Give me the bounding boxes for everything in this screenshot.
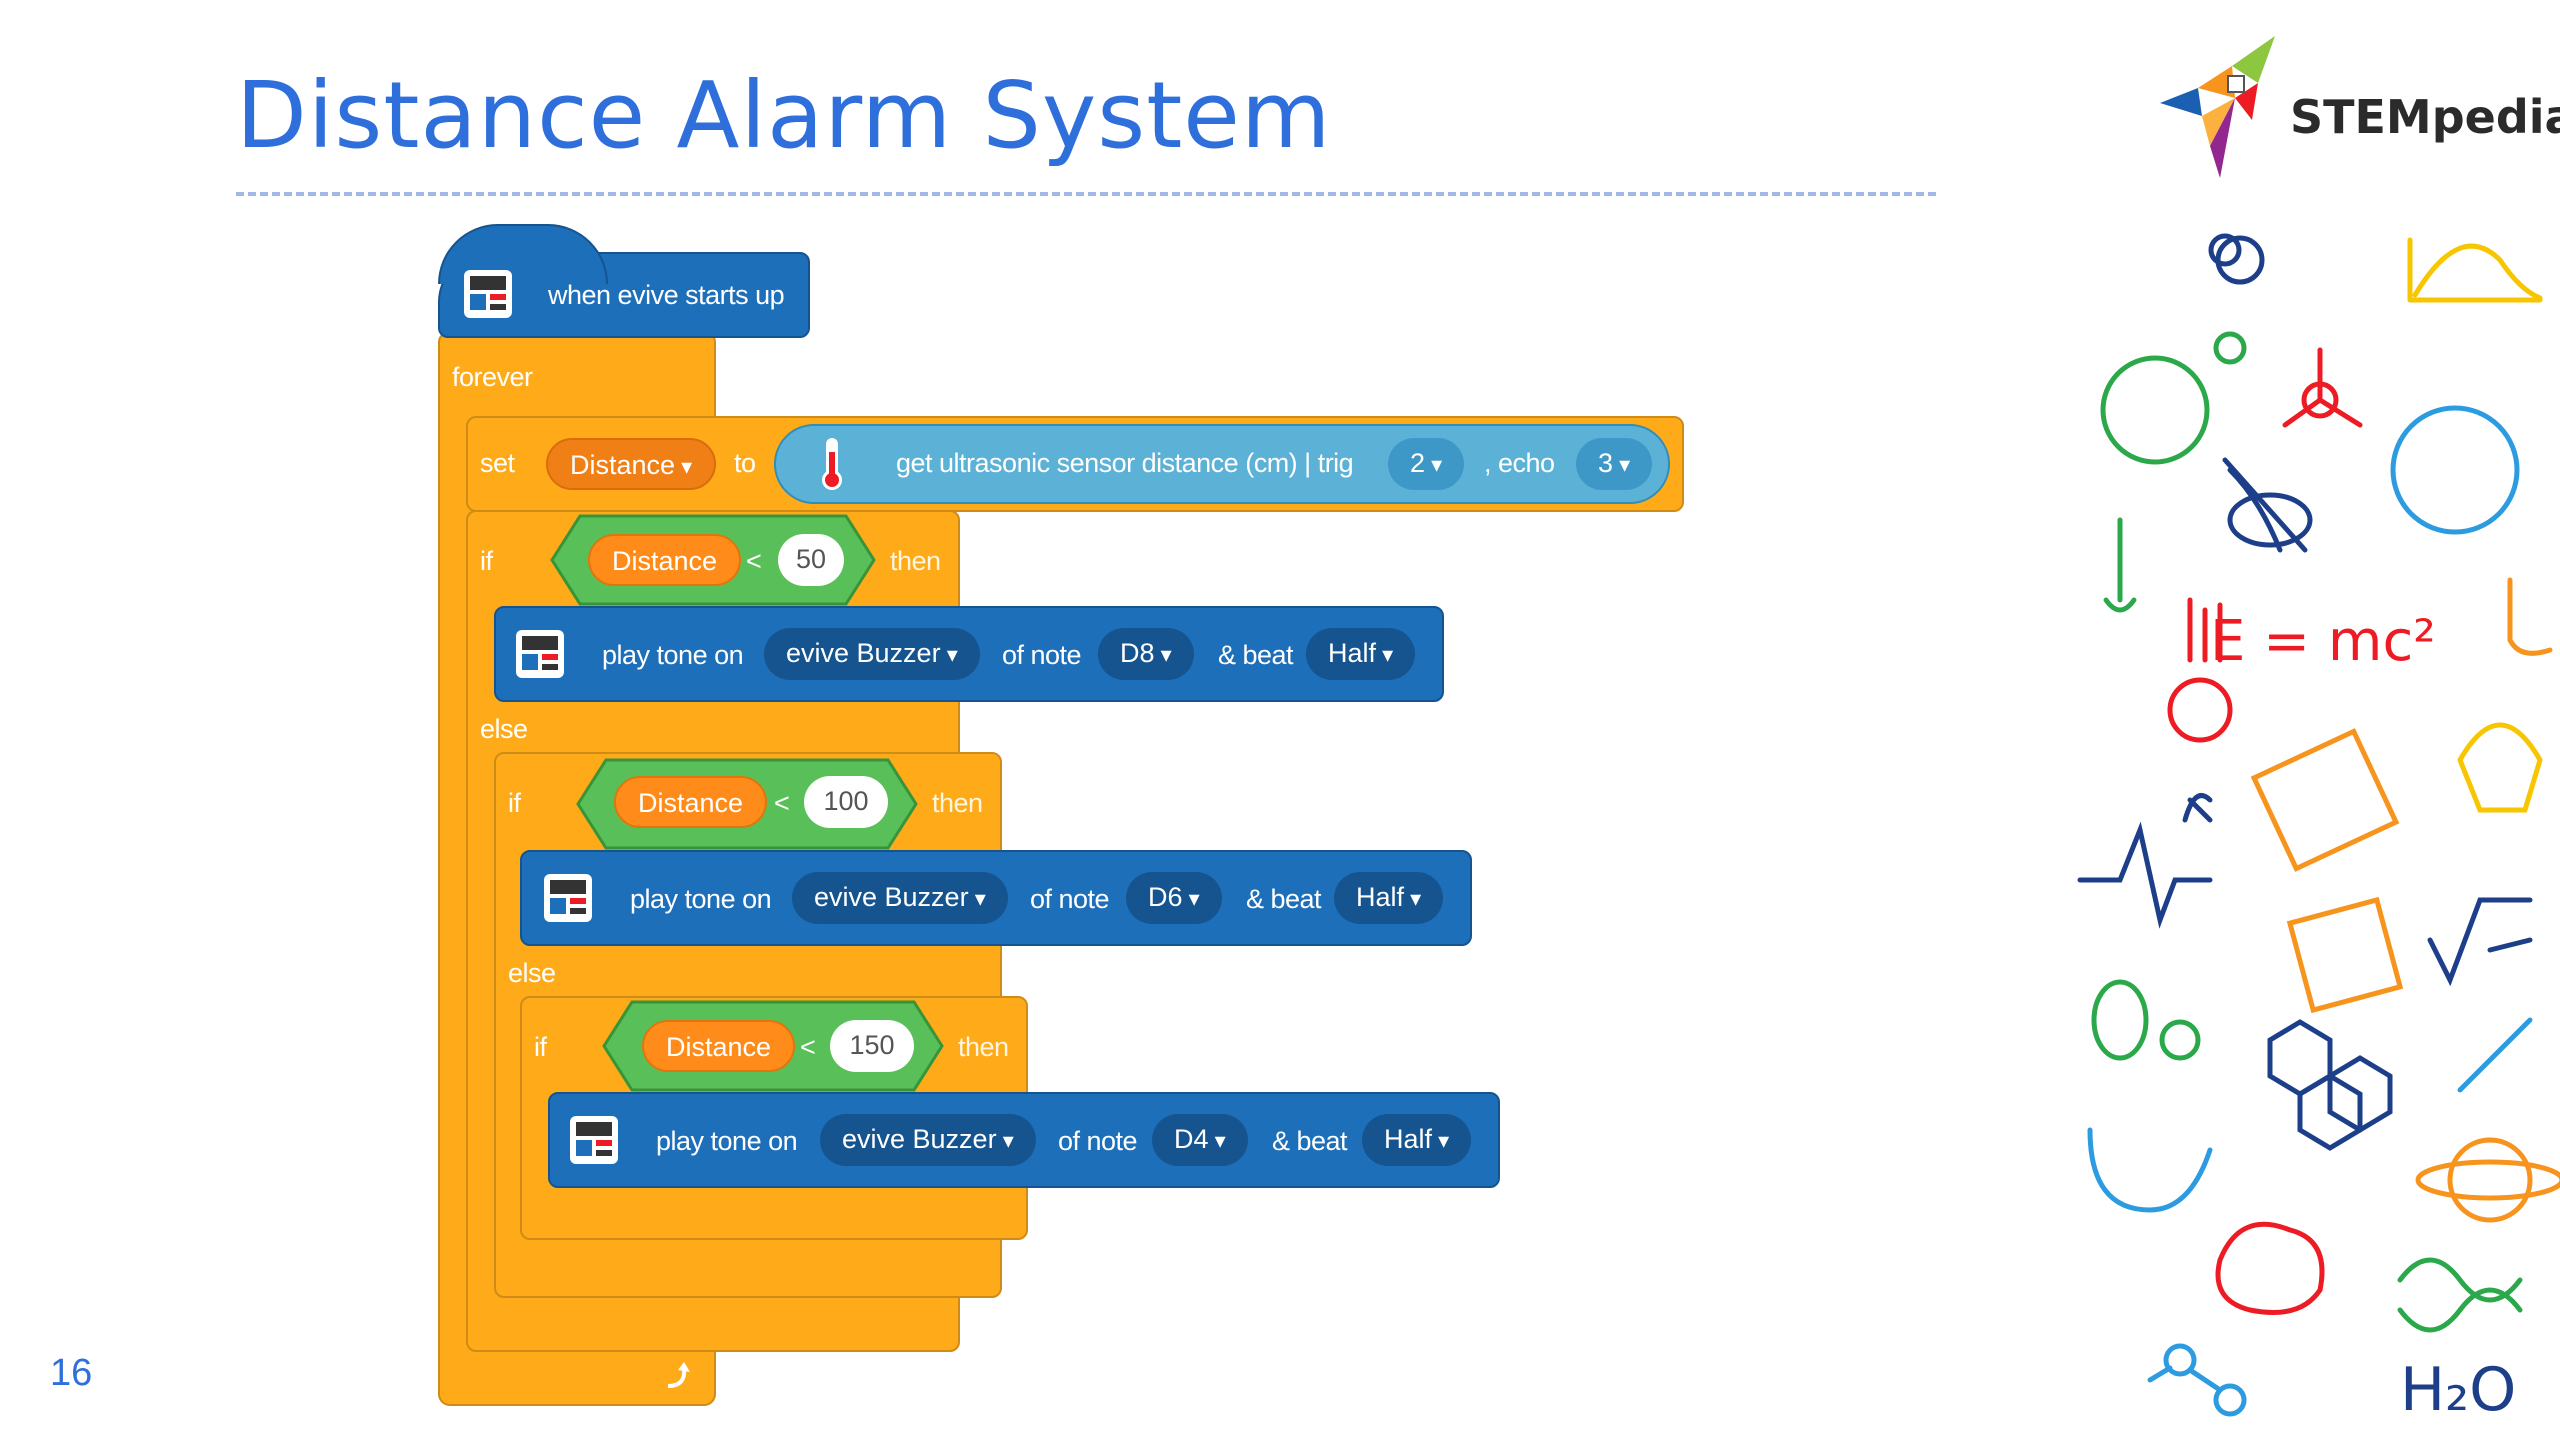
then-label-2: then <box>932 788 983 818</box>
reporter-label: get ultrasonic sensor distance (cm) | tr… <box>896 448 1354 478</box>
stempedia-logo: STEMpedia <box>2140 28 2560 188</box>
if-label-3: if <box>534 1032 547 1062</box>
buzzer-dropdown-3[interactable]: evive Buzzer <box>820 1114 1036 1166</box>
evive-device-icon <box>544 874 592 922</box>
buzzer-dropdown-1[interactable]: evive Buzzer <box>764 628 980 680</box>
value-input-3[interactable]: 150 <box>830 1020 914 1072</box>
set-label: set <box>480 448 515 478</box>
distance-reporter-3[interactable]: Distance <box>642 1020 796 1072</box>
play-tone-block-3[interactable] <box>548 1092 1500 1188</box>
title-divider <box>236 192 1936 196</box>
forever-label: forever <box>452 362 533 392</box>
thermometer-icon <box>822 438 842 490</box>
lt-label-2: < <box>774 788 790 818</box>
slide-title: Distance Alarm System <box>236 62 1332 169</box>
if-label-2: if <box>508 788 521 818</box>
else-label-1: else <box>480 714 528 744</box>
lt-label-3: < <box>800 1032 816 1062</box>
distance-reporter-2[interactable]: Distance <box>614 776 768 828</box>
echo-label: , echo <box>1484 448 1555 478</box>
distance-reporter-1[interactable]: Distance <box>588 534 742 586</box>
play-tone-label-2: play tone on <box>630 884 772 914</box>
play-tone-label-1: play tone on <box>602 640 744 670</box>
if-label-1: if <box>480 546 493 576</box>
note-dropdown-3[interactable]: D4 <box>1152 1114 1248 1166</box>
then-label-3: then <box>958 1032 1009 1062</box>
note-label-1: of note <box>1002 640 1082 670</box>
else-label-2: else <box>508 958 556 988</box>
beat-label-2: & beat <box>1246 884 1322 914</box>
trig-dropdown[interactable]: 2 <box>1388 438 1465 490</box>
play-tone-label-3: play tone on <box>656 1126 798 1156</box>
note-label-3: of note <box>1058 1126 1138 1156</box>
then-label-1: then <box>890 546 941 576</box>
evive-device-icon <box>516 630 564 678</box>
echo-dropdown[interactable]: 3 <box>1576 438 1653 490</box>
stempedia-logo-icon <box>2160 36 2275 178</box>
slide-number: 16 <box>50 1352 93 1394</box>
note-dropdown-2[interactable]: D6 <box>1126 872 1222 924</box>
buzzer-dropdown-2[interactable]: evive Buzzer <box>792 872 1008 924</box>
science-doodles: E = mc² H₂O <box>2077 233 2560 1425</box>
loop-arrow-icon <box>667 1362 690 1388</box>
note-label-2: of note <box>1030 884 1110 914</box>
evive-device-icon <box>570 1116 618 1164</box>
beat-dropdown-2[interactable]: Half <box>1334 872 1444 924</box>
value-input-1[interactable]: 50 <box>778 534 844 586</box>
beat-label-3: & beat <box>1272 1126 1348 1156</box>
value-input-2[interactable]: 100 <box>804 776 888 828</box>
beat-dropdown-3[interactable]: Half <box>1362 1114 1472 1166</box>
beat-label-1: & beat <box>1218 640 1294 670</box>
to-label: to <box>734 448 756 478</box>
evive-device-icon <box>464 270 512 318</box>
ultrasonic-reporter[interactable] <box>774 424 1670 504</box>
lt-label-1: < <box>746 546 762 576</box>
logo-text: STEMpedia <box>2290 90 2560 144</box>
variable-dropdown[interactable]: Distance <box>546 438 717 490</box>
svg-text:H₂O: H₂O <box>2400 1355 2516 1425</box>
note-dropdown-1[interactable]: D8 <box>1098 628 1194 680</box>
hat-label: when evive starts up <box>548 280 785 310</box>
svg-text:E = mc²: E = mc² <box>2210 609 2436 674</box>
beat-dropdown-1[interactable]: Half <box>1306 628 1416 680</box>
